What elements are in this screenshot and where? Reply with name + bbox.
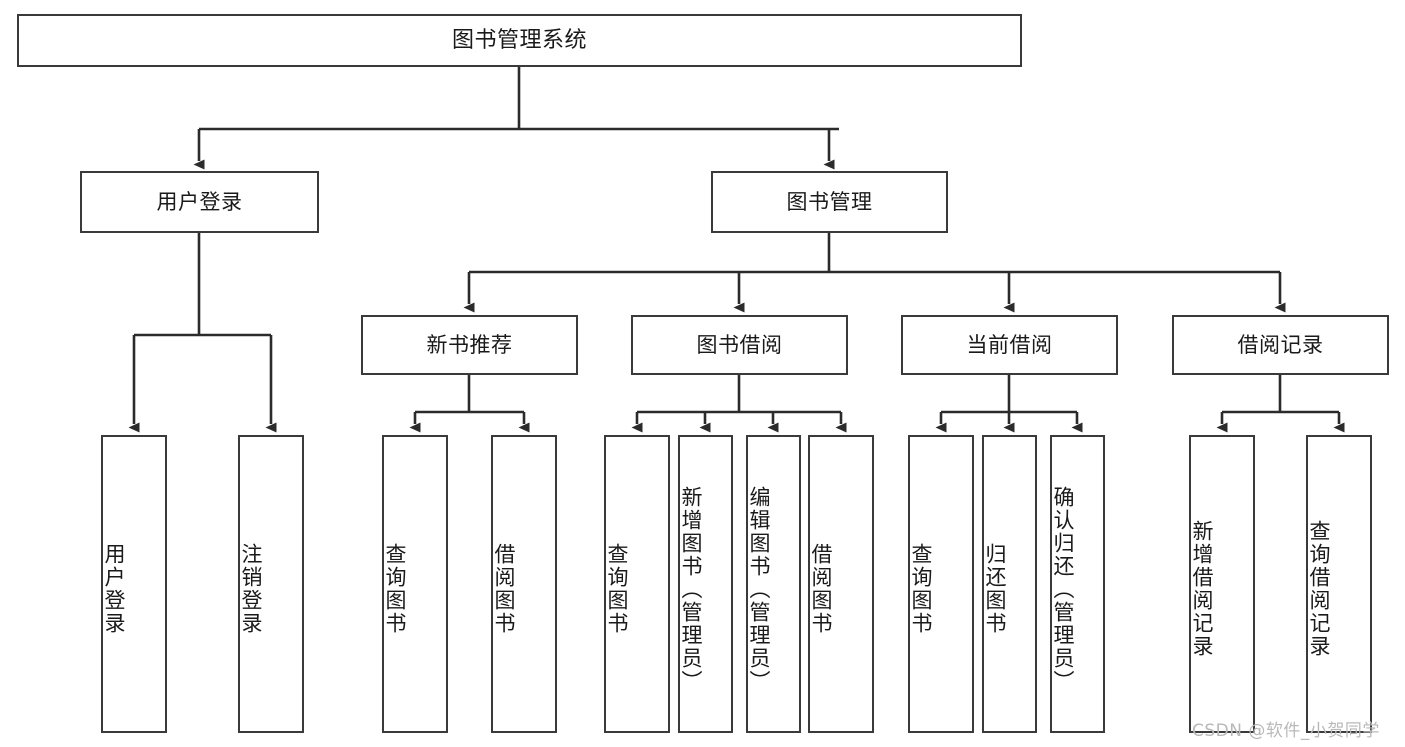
leaf-return-book[interactable]: 归还图书 (982, 435, 1037, 733)
leaf-edit-book-admin[interactable]: 编辑图书（管理员） (746, 435, 801, 733)
node-borrow-record[interactable]: 借阅记录 (1172, 315, 1389, 375)
node-label: 图书借阅 (696, 332, 783, 357)
leaf-query-book-current[interactable]: 查询图书 (908, 435, 974, 733)
leaf-borrow-book-borrow[interactable]: 借阅图书 (808, 435, 874, 733)
node-user-login[interactable]: 用户登录 (80, 171, 319, 233)
node-label: 新书推荐 (426, 332, 513, 357)
node-label: 确认归还（管理员） (1051, 485, 1075, 693)
watermark-text: CSDN @软件_小贺同学 (1192, 721, 1380, 741)
node-label: 借阅记录 (1237, 332, 1324, 357)
leaf-query-book-recommend[interactable]: 查询图书 (382, 435, 448, 733)
node-label: 当前借阅 (966, 332, 1053, 357)
leaf-query-book-borrow[interactable]: 查询图书 (604, 435, 670, 733)
leaf-user-login[interactable]: 用户登录 (101, 435, 167, 733)
node-label: 查询图书 (605, 543, 629, 635)
node-label: 图书管理 (786, 189, 873, 214)
node-label: 编辑图书（管理员） (747, 485, 771, 693)
leaf-logout-login[interactable]: 注销登录 (238, 435, 304, 733)
node-book-management[interactable]: 图书管理 (711, 171, 948, 233)
node-label: 图书管理系统 (451, 27, 587, 53)
leaf-add-book-admin[interactable]: 新增图书（管理员） (678, 435, 733, 733)
node-root-book-management-system[interactable]: 图书管理系统 (17, 14, 1022, 67)
leaf-confirm-return-admin[interactable]: 确认归还（管理员） (1050, 435, 1105, 733)
node-label: 用户登录 (156, 189, 243, 214)
leaf-add-borrow-record[interactable]: 新增借阅记录 (1189, 435, 1255, 733)
leaf-query-borrow-record[interactable]: 查询借阅记录 (1306, 435, 1372, 733)
node-current-borrow[interactable]: 当前借阅 (901, 315, 1118, 375)
node-label: 借阅图书 (492, 543, 516, 635)
node-label: 归还图书 (983, 543, 1007, 635)
node-label: 新增借阅记录 (1190, 520, 1214, 658)
node-label: 查询图书 (909, 543, 933, 635)
node-label: 新增图书（管理员） (679, 485, 703, 693)
node-new-book-recommend[interactable]: 新书推荐 (361, 315, 578, 375)
node-label: 借阅图书 (809, 543, 833, 635)
node-label: 注销登录 (239, 543, 263, 635)
node-label: 用户登录 (102, 543, 126, 635)
leaf-borrow-book-recommend[interactable]: 借阅图书 (491, 435, 557, 733)
node-label: 查询借阅记录 (1307, 520, 1331, 658)
node-book-borrow[interactable]: 图书借阅 (631, 315, 848, 375)
node-label: 查询图书 (383, 543, 407, 635)
